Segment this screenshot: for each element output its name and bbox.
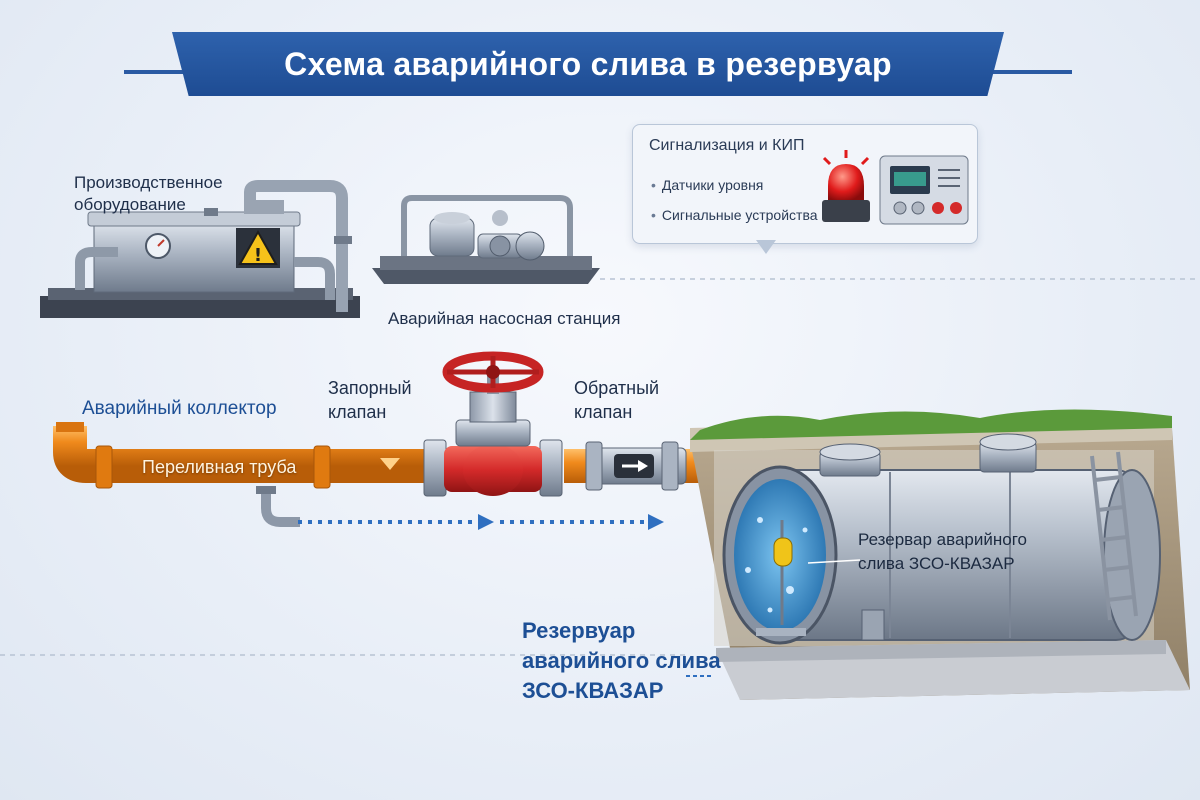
check-valve-label-line1: Обратный	[574, 378, 660, 398]
page-title: Схема аварийного слива в резервуар	[284, 45, 892, 82]
kip-item-label: Датчики уровня	[661, 177, 764, 193]
pump-station-illustration	[372, 195, 600, 284]
bullet: •	[651, 177, 656, 193]
kip-callout-tail	[756, 240, 776, 254]
flow-arrow-icon	[622, 460, 648, 472]
kip-item-level-sensors: • Датчики уровня	[651, 177, 763, 193]
tank-body-label-line2: слива ЗСО-КВАЗАР	[858, 554, 1015, 573]
tank-callout-line2: аварийного слива	[522, 648, 721, 673]
production-equipment-illustration: !	[40, 180, 360, 318]
title-wing-left	[124, 70, 184, 74]
shutoff-valve-label-line1: Запорный	[328, 378, 412, 398]
tank-callout-line3: ЗСО-КВАЗАР	[522, 678, 664, 703]
overflow-pipe-label: Переливная труба	[142, 457, 297, 477]
kip-item-signal-devices: • Сигнальные устройства	[651, 207, 818, 223]
kip-callout: Сигнализация и КИП • Датчики уровня • Сигн…	[632, 124, 978, 244]
warning-icon	[238, 229, 278, 265]
tank	[722, 433, 1161, 645]
tank-body-label-line1: Резервар аварийного	[858, 530, 1027, 549]
title-banner: Схема аварийного слива в резервуар	[172, 32, 1004, 96]
check-valve-label: Обратный клапан	[574, 376, 659, 424]
shutoff-valve	[423, 351, 563, 497]
check-valve-label-line2: клапан	[574, 402, 633, 422]
tank-body-label: Резервар аварийного слива ЗСО-КВАЗАР	[858, 528, 1027, 576]
tank-callout-line1: Резервуар	[522, 618, 636, 643]
shutoff-valve-label: Запорный клапан	[328, 376, 412, 424]
collector-label: Аварийный коллектор	[82, 398, 277, 419]
bypass-flow-arrows	[298, 514, 664, 530]
kip-item-label: Сигнальные устройства	[661, 207, 818, 223]
tank-callout-label: Резервуар аварийного слива ЗСО-КВАЗАР	[522, 616, 721, 706]
shutoff-valve-label-line2: клапан	[328, 402, 387, 422]
kip-title: Сигнализация и КИП	[649, 137, 805, 154]
equipment-label: Производственное оборудование	[74, 172, 223, 216]
equipment-label-line1: Производственное	[74, 173, 223, 192]
svg-text:!: !	[254, 245, 262, 266]
equipment-label-line2: оборудование	[74, 195, 186, 214]
check-valve	[585, 441, 687, 491]
pump-station-label: Аварийная насосная станция	[388, 309, 621, 328]
title-wing-right	[992, 70, 1072, 74]
bullet: •	[651, 207, 656, 223]
